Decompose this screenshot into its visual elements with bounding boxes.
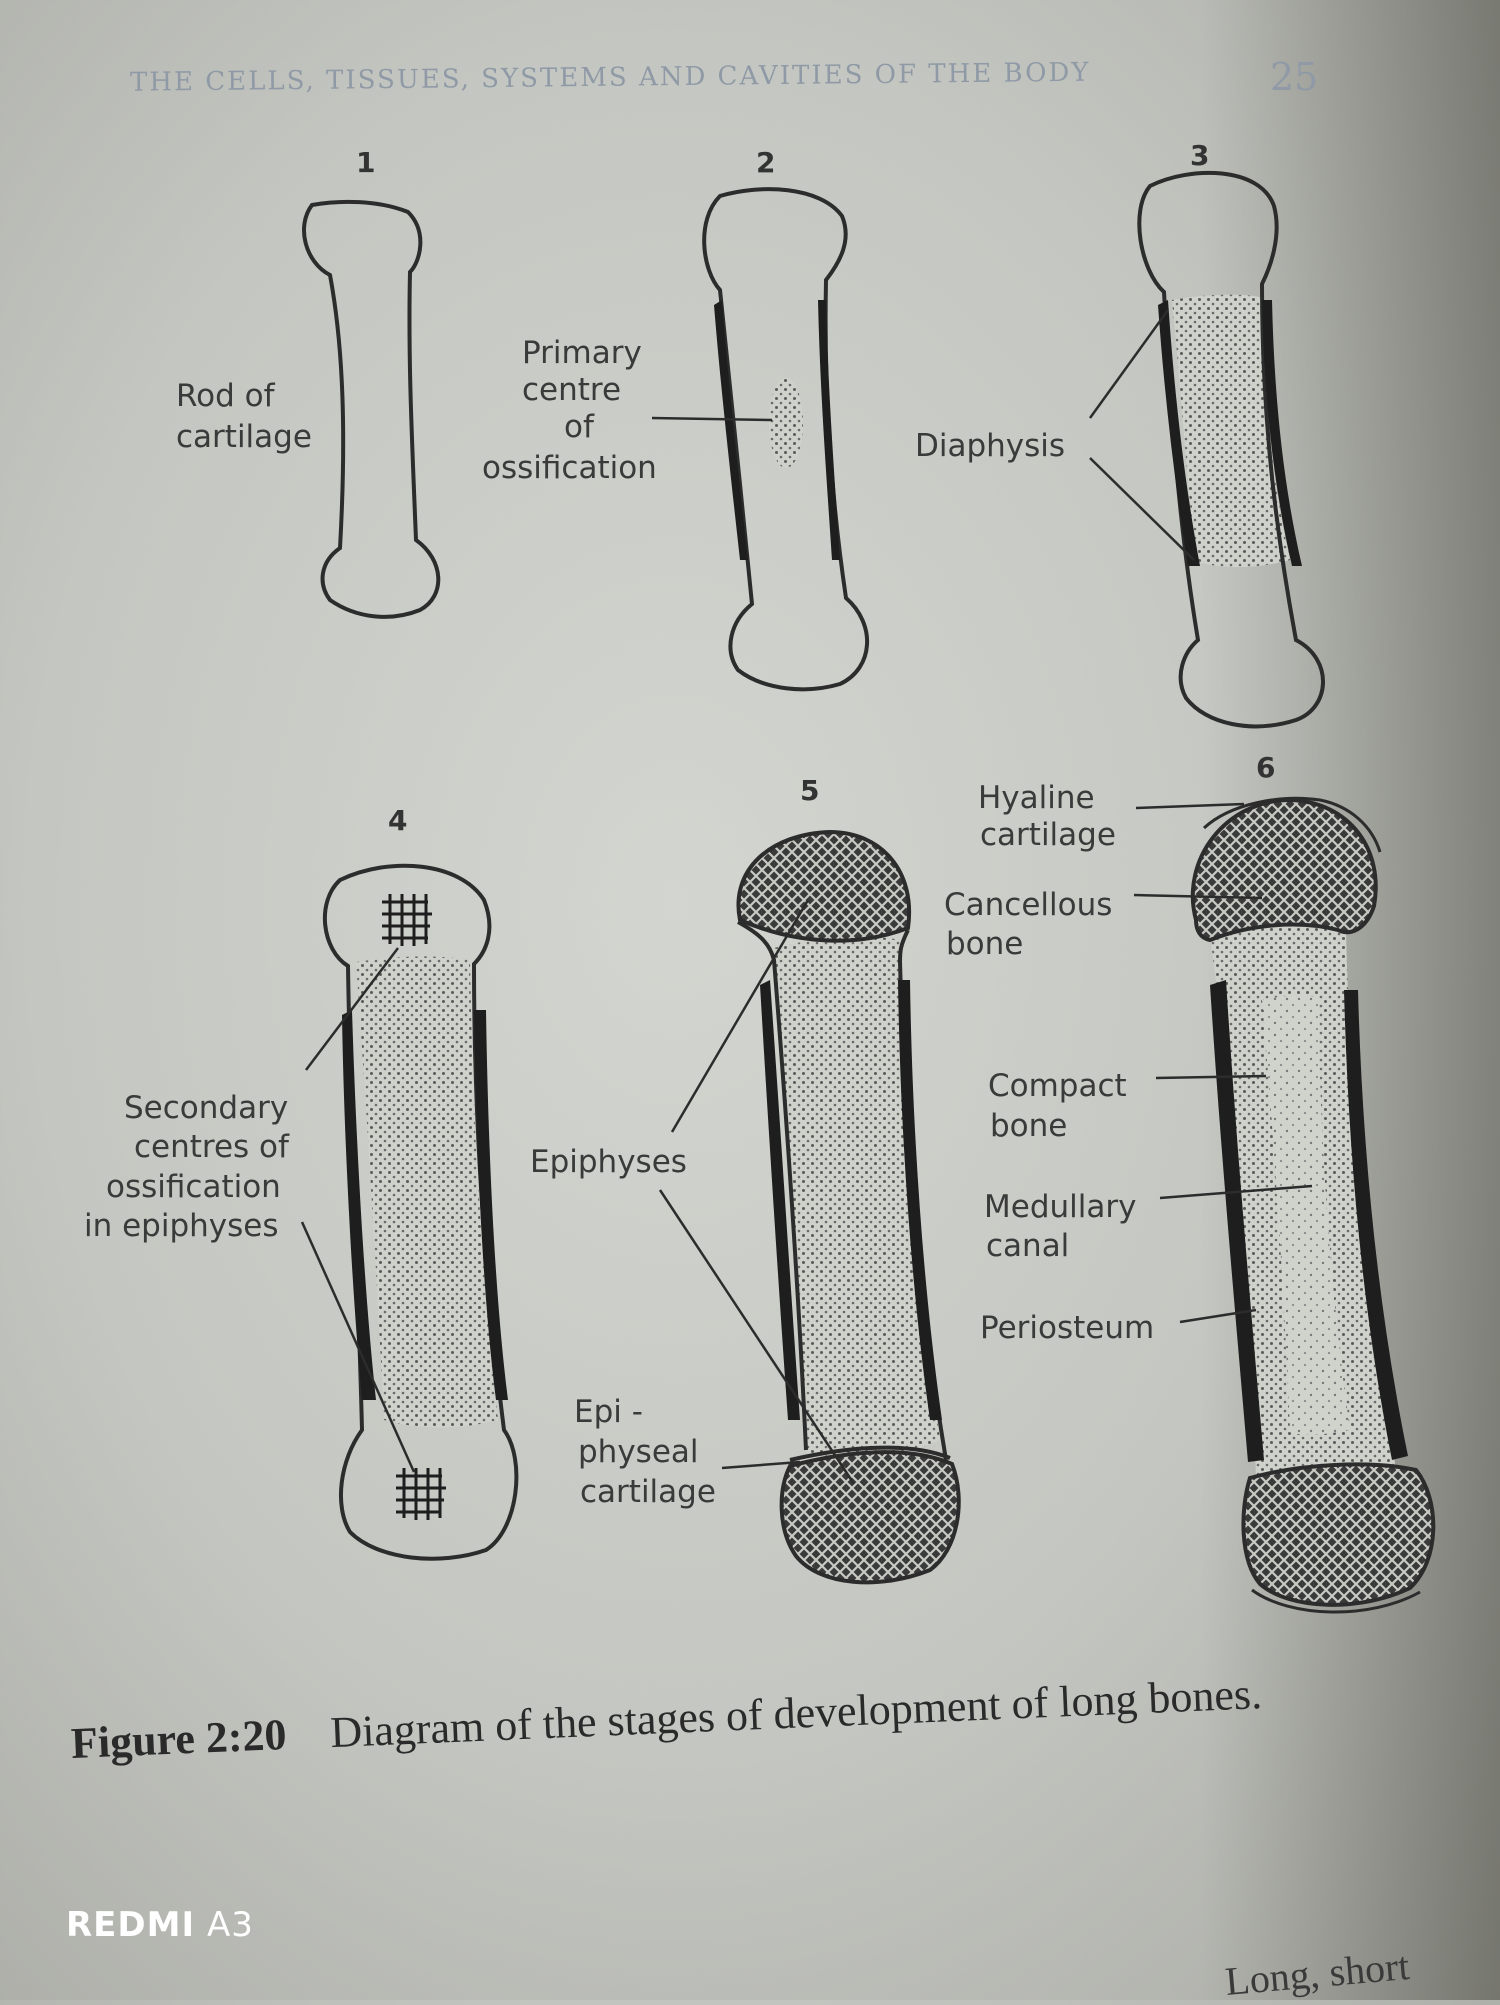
label-of: of xyxy=(564,409,595,445)
stage-1: 1 Rod of cartilage xyxy=(176,146,441,619)
stage-2: 2 Primary centre of ossification xyxy=(482,146,869,692)
label-centres-of: centres of xyxy=(134,1129,290,1165)
stage-2-bone-outline xyxy=(702,187,869,692)
page-number: 25 xyxy=(1270,55,1319,99)
label-canal: canal xyxy=(986,1228,1069,1264)
stage-4: 4 Secondary centres of ossification in e… xyxy=(84,804,519,1561)
stage-6-medullary-canal xyxy=(1262,995,1350,1435)
leader-hyaline-cartilage xyxy=(1135,802,1245,810)
label-bone-1: bone xyxy=(946,926,1023,962)
label-hyaline: Hyaline xyxy=(978,780,1095,816)
label-ossification-4: ossification xyxy=(106,1169,281,1205)
label-epiphyses: Epiphyses xyxy=(530,1144,687,1180)
secondary-ossification-centre-top xyxy=(382,894,432,946)
leader-periosteum xyxy=(1179,1308,1257,1324)
watermark-model: A3 xyxy=(206,1905,254,1945)
label-cartilage-5: cartilage xyxy=(580,1474,716,1510)
label-physeal: physeal xyxy=(578,1434,699,1470)
label-diaphysis: Diaphysis xyxy=(915,428,1065,464)
stage-6-hyaline-cap-bottom xyxy=(1251,1588,1421,1614)
stage-number-6: 6 xyxy=(1256,751,1275,784)
stage-5-top-epiphysis xyxy=(736,829,912,943)
label-cartilage-6: cartilage xyxy=(980,817,1116,853)
stage-6-right-compact-bone xyxy=(1344,990,1408,1460)
label-in-epiphyses: in epiphyses xyxy=(84,1208,279,1244)
leader-epiphyses-top xyxy=(670,899,810,1133)
leader-diaphysis-lower xyxy=(1089,457,1195,561)
stage-5-right-periosteum xyxy=(898,980,942,1420)
stage-2-right-periosteum xyxy=(818,300,840,560)
stage-6-top-epiphysis xyxy=(1190,797,1378,943)
leader-cancellous-bone xyxy=(1133,893,1263,900)
label-rod-of: Rod of xyxy=(176,378,276,414)
leader-secondary-top xyxy=(305,947,399,1071)
secondary-ossification-centre-bottom xyxy=(396,1468,446,1520)
stage-6-left-compact-bone xyxy=(1210,980,1264,1462)
stage-6-hyaline-cap-top xyxy=(1202,796,1382,853)
stage-5-left-periosteum xyxy=(760,980,800,1420)
stage-number-2: 2 xyxy=(756,146,775,179)
leader-diaphysis-upper xyxy=(1088,309,1170,419)
primary-ossification-centre xyxy=(769,378,803,468)
figure-number: Figure 2:20 xyxy=(70,1709,288,1768)
stage-5-epiphyseal-line xyxy=(789,1445,951,1462)
label-ossification: ossification xyxy=(482,450,657,486)
stage-3: 3 Diaphysis xyxy=(915,139,1325,729)
label-cartilage: cartilage xyxy=(176,419,312,455)
label-medullary: Medullary xyxy=(984,1189,1136,1225)
stage-5-diaphysis-fill xyxy=(774,936,940,1458)
stage-6: 6 Hyaline cartilage Cancellous bone Comp… xyxy=(944,751,1436,1614)
label-bone-2: bone xyxy=(990,1108,1067,1144)
stage-3-diaphysis-fill xyxy=(1172,294,1290,568)
stage-number-1: 1 xyxy=(356,146,375,179)
stage-3-right-periosteum xyxy=(1262,300,1302,566)
stage-2-left-periosteum xyxy=(714,300,748,560)
label-epi: Epi - xyxy=(574,1394,643,1430)
label-centre: centre xyxy=(522,372,621,408)
label-primary: Primary xyxy=(522,335,642,371)
label-secondary: Secondary xyxy=(124,1090,288,1126)
leader-epiphyses-bottom xyxy=(658,1189,856,1485)
rod-of-cartilage-outline xyxy=(302,199,441,619)
label-compact: Compact xyxy=(988,1068,1127,1104)
leader-epiphyseal-cartilage xyxy=(721,1460,801,1470)
stage-number-4: 4 xyxy=(388,804,407,837)
stage-5-bottom-epiphysis xyxy=(779,1450,961,1585)
watermark-brand: REDMI xyxy=(66,1905,196,1945)
stage-4-diaphysis-fill xyxy=(356,956,498,1428)
leader-secondary-bottom xyxy=(300,1221,416,1473)
label-periosteum: Periosteum xyxy=(980,1310,1154,1346)
stage-4-left-periosteum xyxy=(342,1010,376,1400)
stage-3-left-periosteum xyxy=(1158,300,1200,566)
camera-watermark: REDMI A3 xyxy=(66,1905,254,1945)
leader-primary-centre xyxy=(651,416,773,422)
stage-number-3: 3 xyxy=(1190,139,1209,172)
stage-number-5: 5 xyxy=(800,774,819,807)
stage-4-right-periosteum xyxy=(474,1010,508,1400)
leader-compact-bone xyxy=(1155,1074,1267,1080)
stage-6-bottom-epiphysis xyxy=(1241,1462,1436,1607)
stage-5: 5 Epiphyses Epi - physeal cartilage xyxy=(530,774,961,1585)
label-cancellous: Cancellous xyxy=(944,887,1112,923)
leader-medullary-canal xyxy=(1159,1184,1313,1200)
